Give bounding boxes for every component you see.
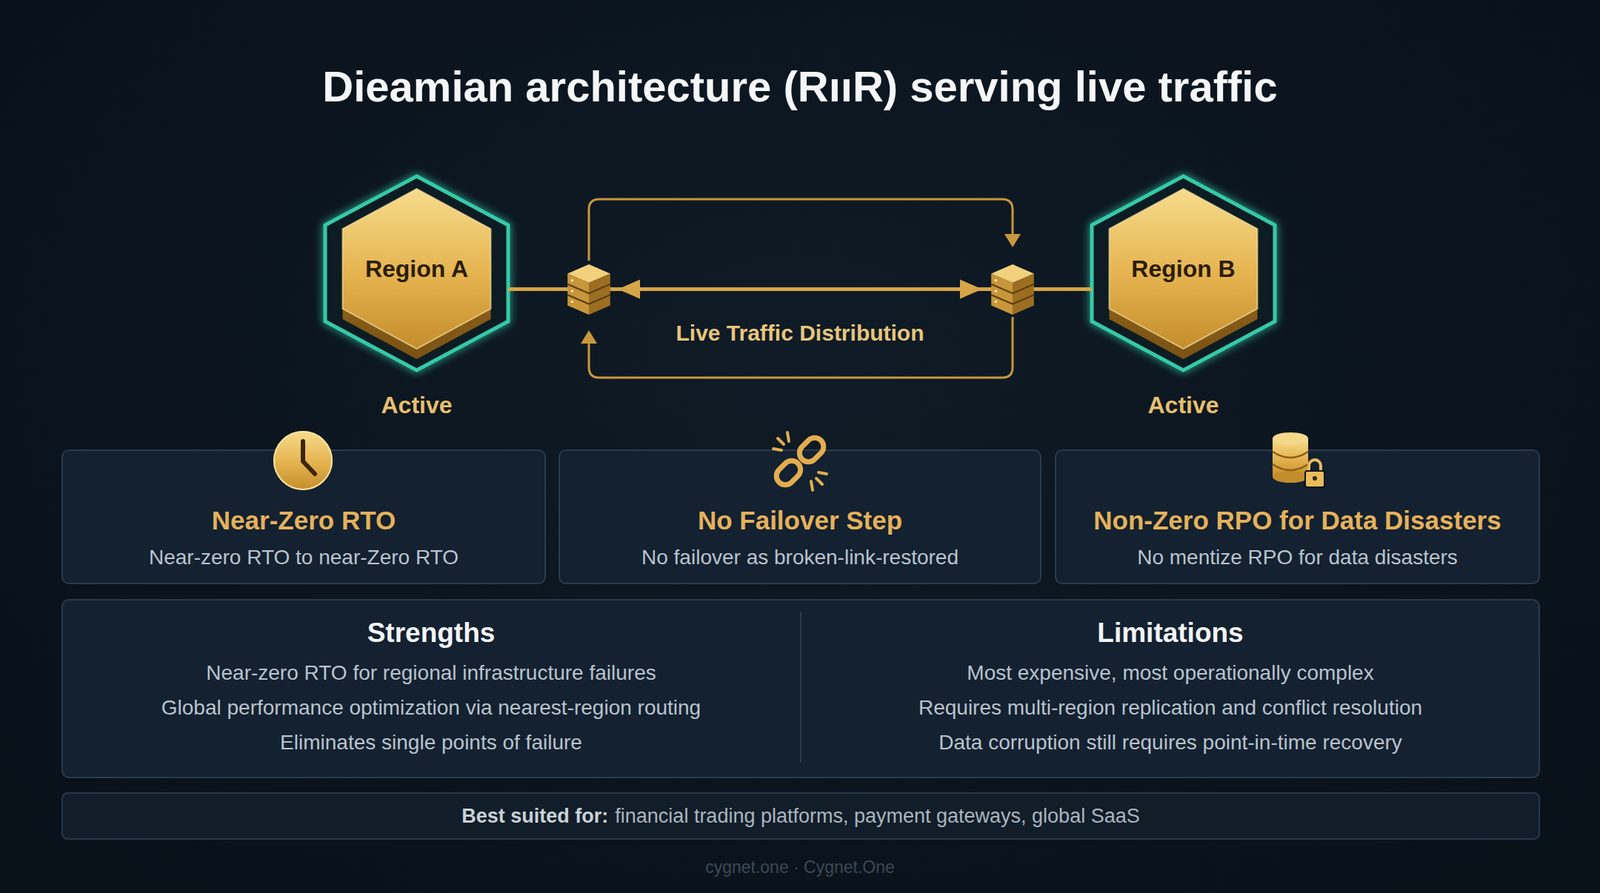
region-name: Region B (1088, 254, 1278, 284)
clock-icon (273, 431, 333, 491)
connector-line (508, 287, 1092, 292)
server-icon (567, 264, 611, 315)
column-heading: Strengths (61, 617, 801, 650)
panel-divider (800, 611, 802, 763)
card-description: No failover as broken-link-restored (560, 544, 1040, 572)
card-description: Near-zero RTO to near-Zero RTO (62, 544, 545, 572)
card-description: No mentize RPO for data disasters (1056, 544, 1539, 572)
column-item: Requires multi-region replication and co… (800, 690, 1540, 726)
database-lock-icon (1272, 432, 1325, 488)
summary-column: LimitationsMost expensive, most operatio… (800, 599, 1540, 779)
band-lead: Best suited for: (461, 803, 609, 829)
column-item: Data corruption still requires point-in-… (800, 725, 1540, 760)
column-item: Global performance optimization via near… (61, 690, 801, 726)
edge-label: Live Traffic Distribution (503, 318, 1097, 349)
watermark: cygnet.one · Cygnet.One (0, 855, 1600, 880)
feature-card: No Failover Step No failover as broken-li… (558, 449, 1042, 585)
status-label: Active (1044, 390, 1323, 420)
region-hexagon: Region AActive (322, 174, 512, 373)
arrow-head (617, 279, 640, 299)
arrow-head (960, 279, 983, 299)
server-icon (991, 264, 1035, 315)
sync-loop-top (588, 199, 1021, 261)
column-heading: Limitations (800, 617, 1540, 650)
traffic-connector (508, 279, 1092, 299)
band-text: financial trading platforms, payment gat… (614, 803, 1140, 829)
broken-chain-icon (772, 432, 828, 491)
column-item: Near-zero RTO for regional infrastructur… (61, 655, 801, 691)
region-hexagon: Region BActive (1088, 174, 1278, 373)
region-name: Region A (322, 254, 512, 284)
status-label: Active (277, 390, 556, 420)
column-item: Eliminates single points of failure (61, 725, 801, 760)
best-suited-band: Best suited for:financial trading platfo… (61, 792, 1540, 840)
card-title: Non-Zero RPO for Data Disasters (1056, 504, 1539, 538)
feature-card: Near-Zero RTO Near-zero RTO to near-Zero … (61, 449, 546, 585)
card-title: Near-Zero RTO (62, 504, 545, 538)
diagram-title: Dieamian architecture (RııR) serving liv… (0, 59, 1600, 115)
summary-column: StrengthsNear-zero RTO for regional infr… (61, 599, 801, 779)
card-title: No Failover Step (560, 504, 1040, 538)
feature-card: Non-Zero RPO for Data Disasters No mentiz… (1054, 449, 1540, 585)
column-item: Most expensive, most operationally compl… (800, 655, 1540, 691)
